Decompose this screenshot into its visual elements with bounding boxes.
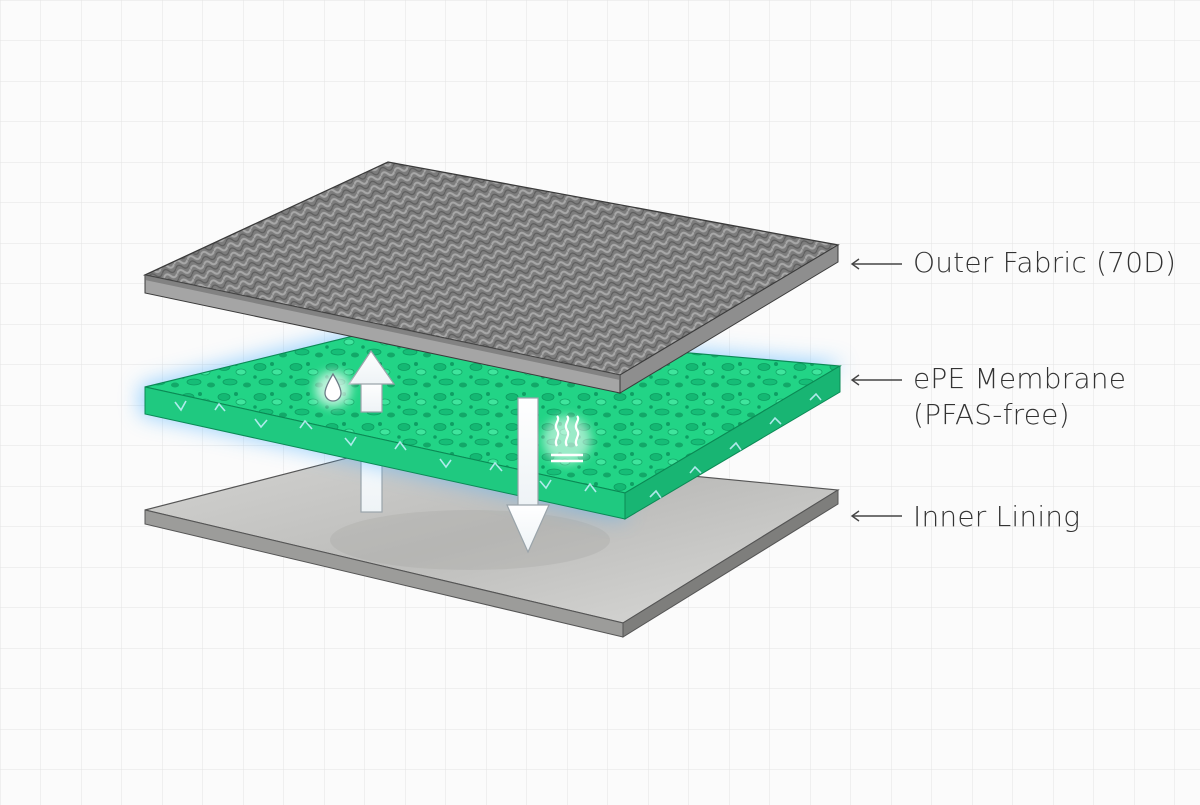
inner-lining-label-text: Inner Lining [913,500,1081,533]
vapor-arrow-up-icon [347,349,396,413]
membrane-label-line1: ePE Membrane [913,362,1127,395]
membrane-label-line2: (PFAS-free) [913,398,1070,431]
outer-fabric-label-text: Outer Fabric (70D) [913,246,1177,279]
membrane-label: ePE Membrane (PFAS-free) [913,361,1126,433]
leader-arrow-icon [850,258,902,522]
leader-arrow-inner [850,510,902,522]
outer-fabric-layer [142,161,840,394]
heat-arrow-down-icon [506,397,550,554]
inner-lining-layer [144,446,840,638]
membrane-layer [140,323,845,520]
outer-fabric-label: Outer Fabric (70D) [913,245,1176,281]
heat-waves-icon [543,415,591,464]
water-drop-icon [315,371,351,407]
inner-lining-label: Inner Lining [913,499,1080,535]
leader-arrow-membrane [850,374,902,386]
leader-arrow-outer [850,258,902,270]
